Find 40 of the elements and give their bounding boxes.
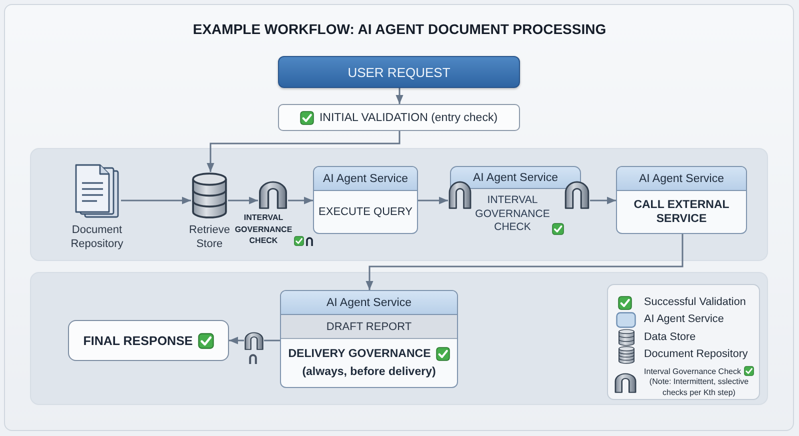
connector-line bbox=[264, 340, 280, 342]
arrow bbox=[206, 131, 400, 172]
service-card bbox=[313, 166, 418, 234]
step-label: CALL EXTERNAL SERVICE bbox=[632, 198, 730, 226]
arrow bbox=[229, 336, 244, 344]
step-label: (always, before delivery) bbox=[302, 365, 436, 379]
legend-label: Document Repository bbox=[644, 347, 748, 362]
request-box bbox=[278, 56, 520, 88]
step-label: USER REQUEST bbox=[348, 64, 450, 80]
card-header: AI Agent Service bbox=[281, 291, 457, 315]
diagram-title: EXAMPLE WORKFLOW: AI AGENT DOCUMENT PROCESSING bbox=[192, 21, 606, 37]
card-header: AI Agent Service bbox=[314, 167, 417, 191]
step-label: INITIAL VALIDATION (entry check) bbox=[319, 112, 498, 124]
arrow bbox=[228, 196, 258, 204]
legend-label: Successful Validation bbox=[644, 295, 746, 310]
step-label: EXECUTE QUERY bbox=[318, 205, 412, 219]
arrow bbox=[590, 196, 616, 204]
card-header: AI Agent Service bbox=[450, 166, 581, 189]
gate-caption: INTERVAL GOVERNANCE CHECK bbox=[234, 212, 292, 246]
service-card bbox=[616, 166, 747, 234]
section-panel bbox=[30, 148, 768, 261]
arrow bbox=[121, 196, 191, 204]
legend-label: AI Agent Service bbox=[644, 312, 724, 327]
arrow bbox=[366, 234, 684, 290]
step-label: FINAL RESPONSE bbox=[83, 334, 193, 348]
legend-label: Data Store bbox=[644, 330, 696, 345]
service-card bbox=[280, 290, 458, 388]
arrow bbox=[396, 88, 404, 104]
arrow bbox=[418, 196, 448, 204]
card-header: AI Agent Service bbox=[617, 167, 746, 191]
result-box bbox=[68, 320, 229, 361]
step-label: INTERVAL GOVERNANCE CHECK bbox=[475, 194, 550, 234]
arrow bbox=[288, 196, 313, 204]
process-box bbox=[278, 104, 520, 131]
legend-label: Interval Governance Check bbox=[644, 366, 741, 376]
icon-caption: Retrieve Store bbox=[188, 223, 231, 251]
subheader-strip: DRAFT REPORT bbox=[281, 315, 457, 339]
legend-note: (Note: Intermittent, sslective checks per Kth step) bbox=[648, 377, 750, 398]
step-label: DELIVERY GOVERNANCE bbox=[288, 347, 431, 361]
icon-caption: Document Repository bbox=[70, 223, 124, 251]
